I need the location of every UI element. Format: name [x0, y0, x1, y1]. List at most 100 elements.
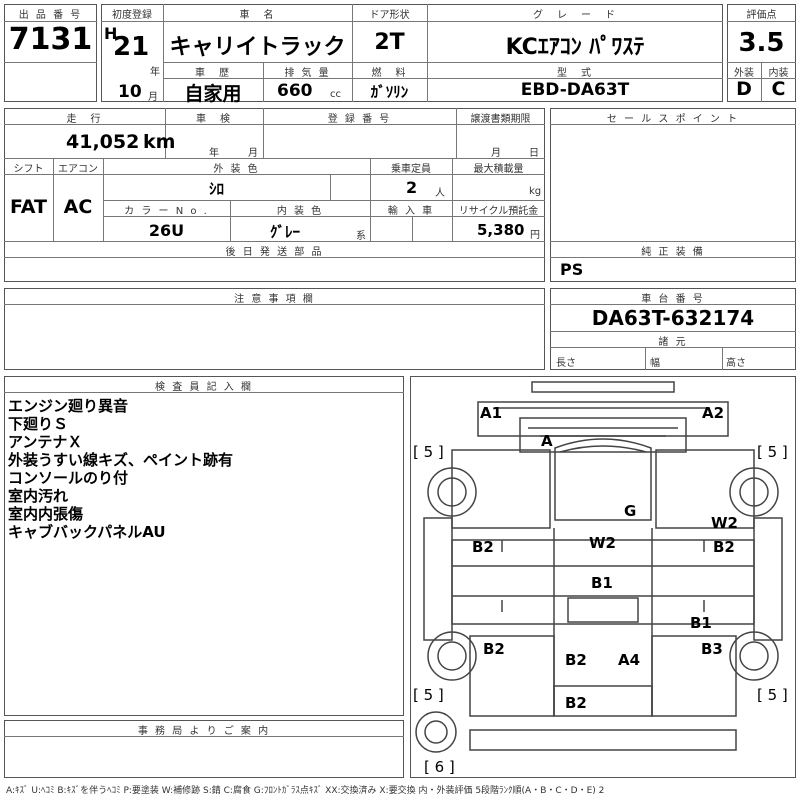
inspector-note: 室内汚れ — [8, 487, 69, 505]
office-label: 事 務 局 よ り ご 案 内 — [137, 726, 271, 737]
type-label: 型 式 — [557, 68, 593, 79]
recycle-fee: 5,380 — [477, 221, 525, 239]
cc-unit: cc — [330, 89, 341, 100]
capacity-label: 乗車定員 — [391, 164, 431, 175]
interior-color-label: 内 装 色 — [276, 206, 324, 217]
damage-mark-a1: A1 — [480, 404, 503, 422]
damage-mark-w2-center: W2 — [589, 534, 616, 552]
registration-year: 21 — [113, 32, 150, 62]
inspection-year-unit: 年 — [209, 148, 219, 159]
transfer-month-unit: 月 — [491, 148, 501, 159]
damage-mark-b2-lower-center: B2 — [565, 651, 587, 669]
exterior-score: D — [736, 78, 752, 100]
chassis-box — [550, 288, 796, 370]
width-label: 幅 — [650, 358, 660, 369]
details-box — [4, 108, 545, 282]
year-unit: 年 — [150, 67, 160, 78]
era-mark: H — [104, 24, 118, 43]
header-main-box — [101, 4, 723, 102]
equipment-label: 純 正 装 備 — [641, 247, 705, 258]
caution-label: 注 意 事 項 欄 — [234, 294, 315, 305]
tire-score-spare: [ 6 ] — [424, 758, 455, 776]
vehicle-history: 自家用 — [184, 83, 242, 105]
history-label: 車 歴 — [195, 68, 231, 79]
mileage: 41,052 — [66, 131, 140, 153]
interior-score: C — [771, 78, 786, 100]
door-label: ドア形状 — [369, 10, 410, 21]
damage-mark-a2: A2 — [702, 404, 725, 422]
damage-mark-b2-left: B2 — [472, 538, 494, 556]
mileage-unit: km — [143, 131, 176, 153]
inspector-note: キャブバックパネルAU — [8, 523, 166, 541]
exterior-color: ｼﾛ — [208, 180, 224, 198]
office-box — [4, 720, 404, 778]
height-label: 高さ — [726, 358, 746, 369]
inspector-box — [4, 376, 404, 716]
exterior-label: 外装 — [734, 68, 754, 79]
overall-score: 3.5 — [738, 28, 785, 58]
sales-point-label: セ ー ル ス ポ イ ン ト — [606, 114, 740, 125]
tire-score-rear-left: [ 5 ] — [413, 686, 444, 704]
damage-mark-a: A — [541, 432, 553, 450]
grade: KCｴｱｺﾝ ﾊﾟﾜｽﾃ — [505, 35, 645, 60]
model-name: キャリイトラック — [169, 35, 346, 60]
legend: A:ｷｽﾞ U:ﾍｺﾐ B:ｷｽﾞを伴うﾍｺﾐ P:要塗装 W:補修跡 S:錆 … — [6, 786, 605, 796]
ac: AC — [63, 196, 93, 218]
displacement-label: 排 気 量 — [284, 68, 331, 79]
interior-label: 内装 — [768, 68, 789, 79]
inspection-label: 車 検 — [196, 114, 232, 125]
recycle-unit: 円 — [530, 230, 540, 241]
inspector-label: 検 査 員 記 入 欄 — [155, 382, 253, 393]
shift: FAT — [10, 196, 47, 218]
damage-mark-g: G — [624, 502, 637, 520]
lot-number: 7131 — [8, 22, 93, 57]
damage-mark-b2-bottom: B2 — [565, 694, 587, 712]
interior-color: ｸﾞﾚｰ — [269, 223, 300, 241]
color-number-label: カ ラ ー N o . — [124, 206, 209, 217]
registration-month: 10 — [118, 82, 142, 102]
sales-point-box — [550, 108, 796, 282]
inspector-note: 室内内張傷 — [8, 505, 84, 523]
chassis-number: DA63T-632174 — [591, 306, 755, 330]
later-parts-label: 後 日 発 送 部 品 — [225, 247, 324, 258]
inspector-note: エンジン廻り異音 — [8, 397, 129, 415]
spec-label: 諸 元 — [658, 337, 688, 348]
exterior-color-label: 外 装 色 — [213, 164, 260, 175]
length-label: 長さ — [556, 358, 576, 369]
inspector-note: アンテナＸ — [8, 433, 83, 451]
max-load-label: 最大積載量 — [473, 164, 524, 175]
inspector-note: 外装うすい線キズ、ペイント跡有 — [8, 451, 234, 469]
fuel-label: 燃 料 — [371, 68, 408, 79]
lot-number-box — [4, 4, 97, 102]
inspection-month-unit: 月 — [248, 148, 258, 159]
chassis-label: 車 台 番 号 — [641, 294, 705, 305]
interior-color-suffix: 系 — [356, 231, 366, 242]
ac-label: エアコン — [58, 164, 98, 175]
truck-outline-diagram — [415, 381, 783, 753]
damage-mark-b2-lower-left: B2 — [483, 640, 505, 658]
model-label: 車 名 — [239, 10, 276, 21]
damage-mark-b1-center: B1 — [591, 574, 613, 592]
import-label: 輸 入 車 — [387, 206, 435, 217]
capacity: 2 — [406, 178, 418, 197]
transfer-deadline-label: 譲渡書類期限 — [470, 114, 531, 125]
month-unit: 月 — [148, 92, 158, 103]
door-type: 2T — [374, 30, 405, 55]
color-number: 26U — [148, 221, 185, 240]
type-code: EBD-DA63T — [520, 80, 630, 100]
damage-mark-b1-right: B1 — [690, 614, 712, 632]
shift-label: シフト — [13, 164, 44, 175]
inspector-note: コンソールのり付 — [8, 469, 129, 487]
recycle-label: リサイクル預託金 — [458, 206, 539, 217]
fuel-type: ｶﾞｿﾘﾝ — [370, 83, 409, 101]
damage-mark-a4: A4 — [618, 651, 641, 669]
score-label: 評価点 — [746, 10, 777, 21]
tire-score-front-left: [ 5 ] — [413, 443, 444, 461]
tire-score-rear-right: [ 5 ] — [757, 686, 788, 704]
first-registration-label: 初度登録 — [112, 10, 152, 21]
transfer-day-unit: 日 — [529, 148, 539, 159]
grade-label: グ レ ー ド — [533, 10, 617, 21]
capacity-unit: 人 — [435, 188, 445, 199]
mileage-label: 走 行 — [66, 114, 103, 125]
lot-number-label: 出 品 番 号 — [18, 10, 83, 21]
